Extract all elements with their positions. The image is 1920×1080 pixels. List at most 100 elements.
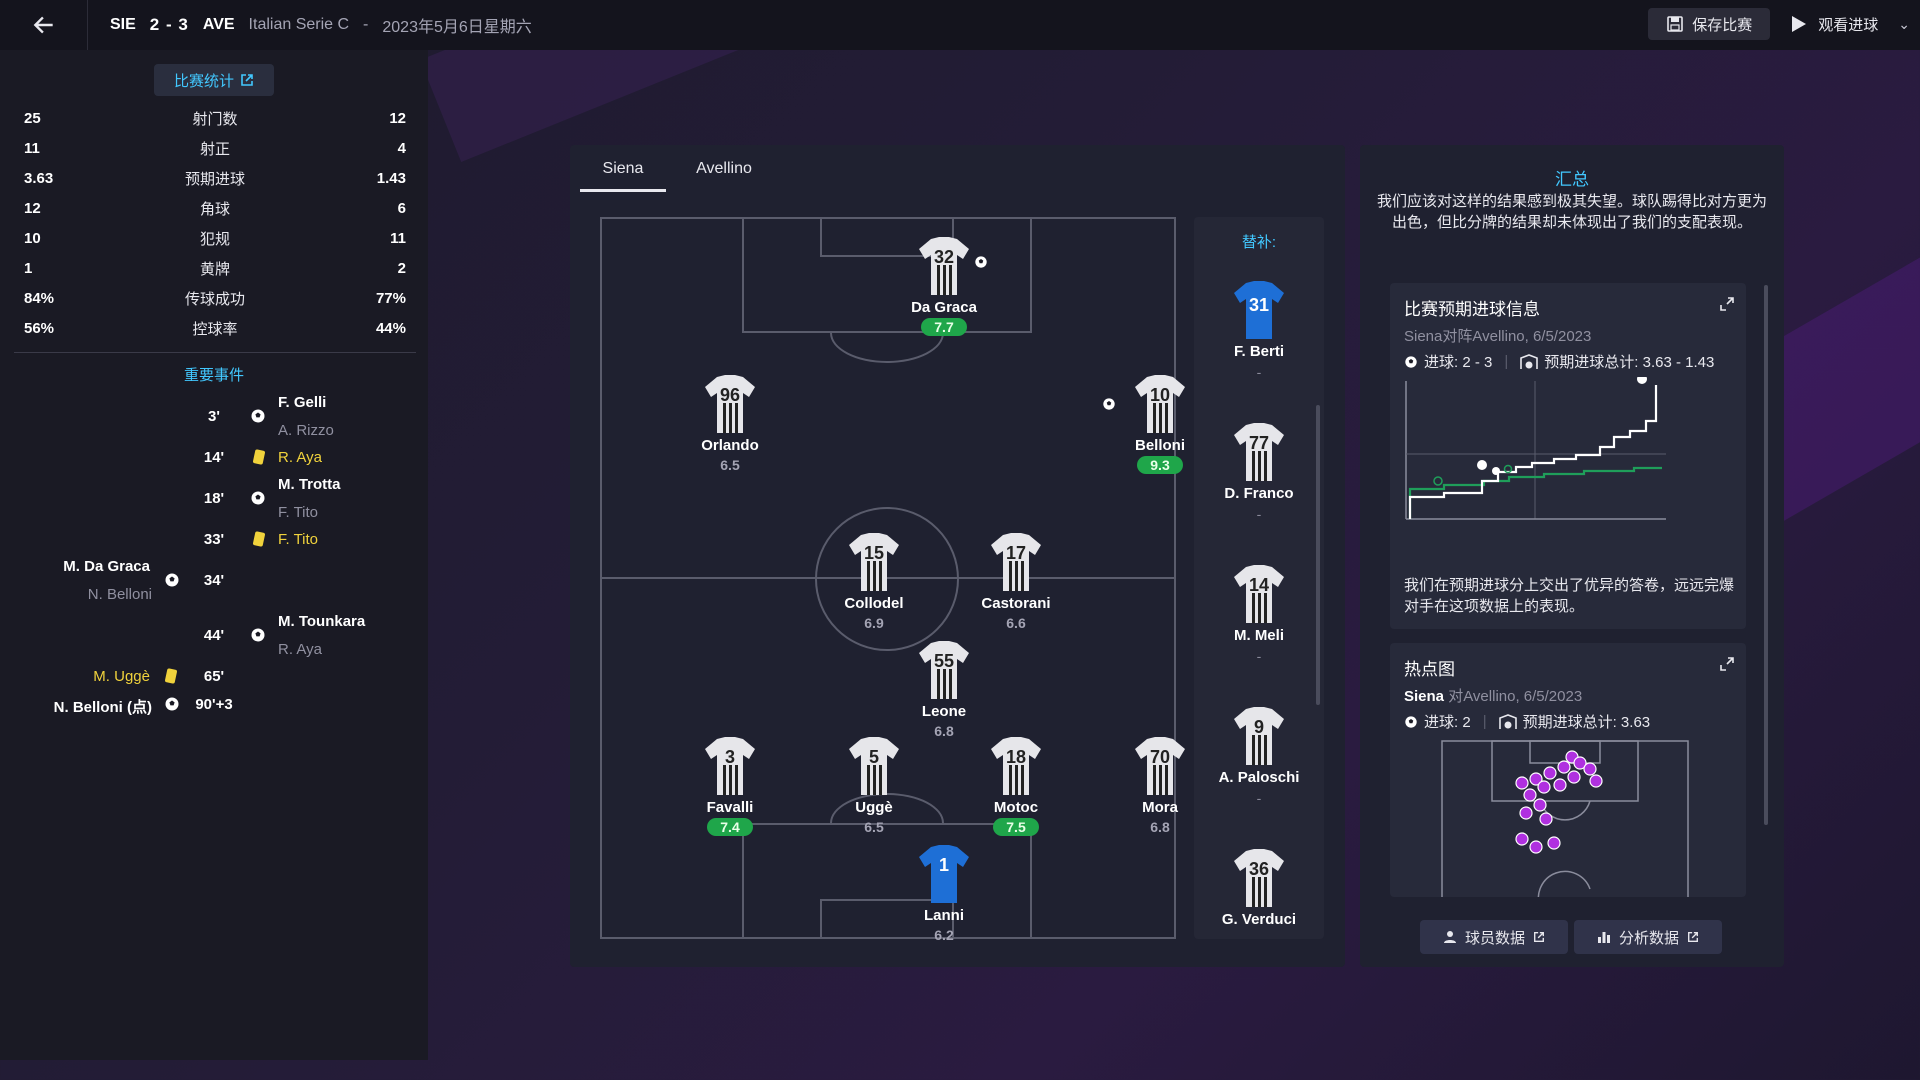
player-name: Motoc bbox=[993, 799, 1039, 816]
event-player[interactable]: N. Belloni (点) bbox=[53, 699, 152, 716]
goalkeeper-shirt-icon: 31 bbox=[1234, 281, 1284, 339]
match-stats-button[interactable]: 比赛统计 bbox=[154, 64, 274, 96]
shirt-icon: 32 bbox=[919, 237, 969, 295]
analysis-data-button[interactable]: 分析数据 bbox=[1574, 920, 1722, 954]
goal-net-icon bbox=[1498, 713, 1517, 729]
user-icon bbox=[1443, 931, 1456, 943]
player-data-label: 球员数据 bbox=[1464, 929, 1525, 947]
event-player[interactable]: R. Aya bbox=[278, 449, 322, 466]
tab-avellino[interactable]: Avellino bbox=[696, 160, 752, 177]
competition-name: Italian Serie C bbox=[248, 16, 350, 33]
chevron-down-icon[interactable]: ⌄ bbox=[1898, 15, 1910, 32]
football-icon bbox=[1405, 715, 1417, 728]
top-bar: SIE 2 - 3 AVE Italian Serie C - 2023年5月6… bbox=[0, 0, 1920, 50]
player-mora[interactable]: 70 Mora 6.8 bbox=[1100, 735, 1220, 837]
svg-text:3: 3 bbox=[725, 747, 735, 767]
event-minute: 14' bbox=[203, 449, 225, 466]
shot-markers bbox=[1515, 750, 1603, 854]
player-name: Orlando bbox=[701, 437, 759, 454]
event-minute: 18' bbox=[203, 490, 225, 507]
svg-text:55: 55 bbox=[934, 651, 954, 671]
stat-home-value: 3.63 bbox=[24, 169, 54, 187]
event-player[interactable]: F. Tito bbox=[278, 531, 319, 548]
watch-goals-button[interactable]: 观看进球 ⌄ bbox=[1788, 14, 1910, 35]
player-leone[interactable]: 55 Leone 6.8 bbox=[884, 639, 1004, 741]
goal-marker-icon bbox=[1492, 467, 1500, 475]
yellow-card-icon bbox=[252, 449, 266, 465]
player-name: Belloni bbox=[1134, 437, 1185, 454]
heatmap-card-subtitle: Siena 对Avellino, 6/5/2023 bbox=[1404, 685, 1582, 706]
svg-text:77: 77 bbox=[1249, 433, 1269, 453]
stat-label: 角球 bbox=[199, 200, 230, 218]
bar-chart-icon bbox=[1597, 932, 1610, 943]
svg-text:96: 96 bbox=[720, 385, 740, 405]
football-icon bbox=[165, 573, 179, 587]
sub-player[interactable]: 31 F. Berti - bbox=[1194, 279, 1324, 380]
sub-player[interactable]: 14 M. Meli - bbox=[1194, 563, 1324, 664]
sub-player[interactable]: 36 G. Verduci bbox=[1194, 847, 1324, 928]
player-name: A. Paloschi bbox=[1218, 769, 1300, 786]
player-name: Da Graca bbox=[911, 299, 977, 316]
lineup-panel: Siena Avellino 32 Da Graca 7.7 96 Orland… bbox=[570, 145, 1345, 967]
xg-card: 比赛预期进球信息 Siena对阵Avellino, 6/5/2023 进球: 2… bbox=[1390, 283, 1746, 629]
player-rating: 7.4 bbox=[707, 818, 753, 836]
goal-marker-icon bbox=[1477, 460, 1487, 470]
shirt-icon: 77 bbox=[1234, 423, 1284, 481]
event-player[interactable]: M. Uggè bbox=[93, 668, 150, 685]
summary-scrollbar[interactable] bbox=[1764, 285, 1768, 825]
player-orlando[interactable]: 96 Orlando 6.5 bbox=[670, 373, 790, 475]
player-name: Lanni bbox=[924, 907, 964, 924]
player-favalli[interactable]: 3 Favalli 7.4 bbox=[670, 735, 790, 837]
player-ugge[interactable]: 5 Uggè 6.5 bbox=[814, 735, 934, 837]
match-date: 2023年5月6日星期六 bbox=[382, 19, 532, 36]
tab-siena[interactable]: Siena bbox=[602, 160, 644, 177]
expand-icon[interactable] bbox=[1720, 657, 1734, 671]
player-collodel[interactable]: 15 Collodel 6.9 bbox=[814, 531, 934, 633]
football-icon bbox=[251, 491, 265, 505]
goal-net-icon bbox=[1520, 353, 1539, 369]
divider bbox=[14, 352, 416, 353]
event-player[interactable]: M. Trotta bbox=[278, 476, 341, 493]
stat-label: 射门数 bbox=[192, 110, 238, 128]
event-player[interactable]: M. Tounkara bbox=[278, 613, 366, 630]
svg-text:15: 15 bbox=[864, 543, 884, 563]
heatmap-card-title: 热点图 bbox=[1404, 660, 1455, 679]
player-rating: 7.7 bbox=[921, 318, 967, 336]
stat-label: 黄牌 bbox=[199, 260, 230, 278]
player-data-button[interactable]: 球员数据 bbox=[1420, 920, 1568, 954]
player-rating: 6.2 bbox=[934, 927, 954, 943]
stat-label: 传球成功 bbox=[184, 290, 245, 308]
svg-text:5: 5 bbox=[869, 747, 879, 767]
event-assist[interactable]: N. Belloni bbox=[87, 586, 152, 603]
match-stats-label: 比赛统计 bbox=[173, 72, 234, 90]
pitch bbox=[600, 217, 1176, 939]
stat-row-corners: 12 角球 6 bbox=[24, 194, 406, 222]
event-player[interactable]: M. Da Graca bbox=[63, 558, 150, 575]
stat-label: 预期进球 bbox=[184, 170, 245, 188]
sub-player[interactable]: 77 D. Franco - bbox=[1194, 421, 1324, 522]
yellow-card-icon bbox=[252, 531, 266, 547]
player-lanni[interactable]: 1 Lanni 6.2 bbox=[884, 843, 1004, 945]
external-link-icon bbox=[1534, 932, 1544, 942]
player-castorani[interactable]: 17 Castorani 6.6 bbox=[956, 531, 1076, 633]
save-match-button[interactable]: 保存比赛 bbox=[1648, 8, 1771, 40]
event-minute: 34' bbox=[203, 572, 225, 589]
event-player[interactable]: F. Gelli bbox=[278, 394, 327, 411]
event-assist[interactable]: A. Rizzo bbox=[278, 422, 334, 439]
substitutes-scrollbar[interactable] bbox=[1316, 405, 1320, 705]
xg-card-goals: 进球: 2 - 3 bbox=[1424, 354, 1493, 371]
expand-icon[interactable] bbox=[1720, 297, 1734, 311]
player-da-graca[interactable]: 32 Da Graca 7.7 bbox=[884, 235, 1004, 337]
svg-text:36: 36 bbox=[1249, 859, 1269, 879]
event-assist[interactable]: F. Tito bbox=[278, 504, 319, 521]
sub-player[interactable]: 9 A. Paloschi - bbox=[1194, 705, 1324, 806]
back-button[interactable] bbox=[0, 0, 88, 50]
shirt-icon: 10 bbox=[1135, 375, 1185, 433]
event-assist[interactable]: R. Aya bbox=[278, 641, 322, 658]
player-name: M. Meli bbox=[1233, 627, 1284, 644]
analysis-data-label: 分析数据 bbox=[1618, 929, 1679, 947]
player-motoc[interactable]: 18 Motoc 7.5 bbox=[956, 735, 1076, 837]
svg-text:31: 31 bbox=[1249, 295, 1269, 315]
shirt-icon: 96 bbox=[705, 375, 755, 433]
heatmap-xg-total: 预期进球总计: 3.63 bbox=[1522, 714, 1651, 731]
